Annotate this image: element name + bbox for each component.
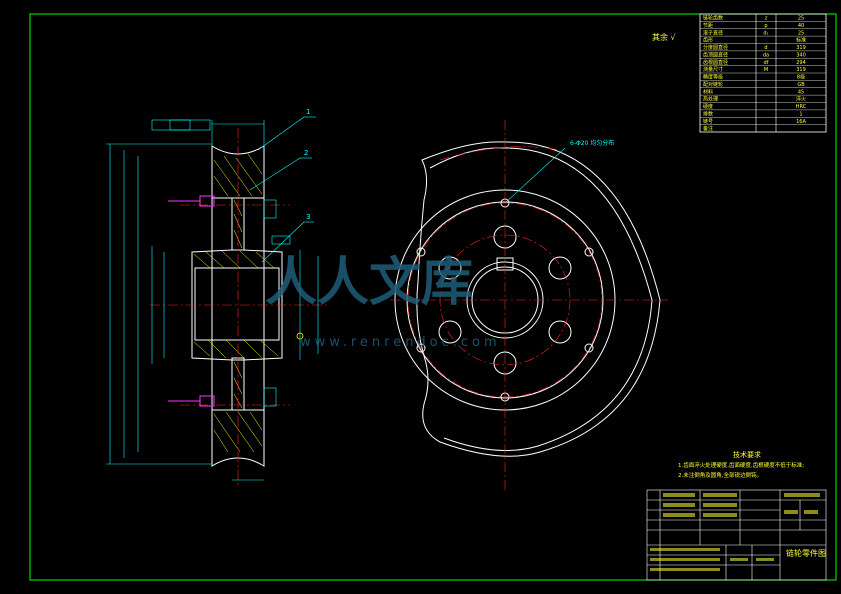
surface-finish-note: 其余 √: [652, 32, 677, 42]
watermark-subtext: www.renrendoc.com: [300, 335, 501, 350]
bolt-hole-callouts: [168, 195, 215, 407]
param-cell: 340: [796, 52, 806, 58]
section-leaders: [249, 116, 316, 263]
param-cell: 精度等级: [703, 74, 723, 81]
rim-section: [191, 145, 283, 467]
param-cell: 40: [798, 23, 804, 29]
title-block-fills: [650, 493, 820, 571]
param-cell: 备注: [703, 125, 713, 132]
param-cell: 齿形: [703, 37, 713, 44]
param-cell: 45: [798, 89, 804, 95]
param-cell: 齿根圆直径: [703, 59, 728, 66]
param-cell: 319: [796, 45, 806, 51]
watermark-text: 人人文库: [265, 253, 473, 313]
side-view: 6-Φ20 均匀分布: [390, 120, 668, 492]
sheet-border: [29, 13, 837, 581]
param-cell: 节距: [703, 23, 713, 29]
section-hatching: [193, 153, 279, 453]
param-cell: 硬度: [703, 103, 713, 110]
param-cell: 材料: [703, 88, 713, 95]
param-cell: 标准: [796, 37, 806, 44]
param-cell: 配对链轮: [703, 81, 723, 88]
drawing-title: 链轮零件图: [786, 548, 826, 558]
title-block: [646, 489, 827, 581]
param-cell: d₁: [763, 30, 768, 36]
param-cell: 1: [799, 111, 802, 117]
param-cell: 25: [798, 16, 804, 22]
datum-marker: [296, 332, 304, 340]
param-cell: 分度圆直径: [703, 44, 728, 51]
param-cell: M: [764, 67, 768, 73]
side-view-leader: [504, 147, 566, 204]
param-cell: 齿顶圆直径: [703, 51, 728, 58]
tech-req-title: 技术要求: [733, 450, 761, 459]
param-cell: 滚子直径: [703, 29, 723, 36]
param-cell: 链号: [703, 118, 713, 125]
param-cell: 排数: [703, 110, 713, 117]
leader-label-2: 2: [304, 149, 308, 157]
leader-label-1: 1: [306, 108, 310, 116]
leader-label-3: 3: [306, 213, 310, 221]
param-cell: z: [765, 16, 768, 22]
param-cell: 16A: [796, 119, 806, 125]
tech-req-line-2: 2.未注倒角及圆角,全部锐边倒钝。: [678, 471, 762, 479]
param-cell: da: [763, 52, 769, 58]
tech-req-line-1: 1.齿面淬火处理硬度,齿面硬度,齿根硬度不低于标准;: [678, 461, 804, 469]
param-cell: d: [764, 45, 767, 51]
param-cell: df: [764, 60, 769, 66]
param-cell: 294: [796, 60, 806, 66]
param-cell: HRC: [796, 104, 807, 110]
param-cell: GB: [797, 82, 805, 88]
param-cell: p: [764, 23, 767, 29]
param-cell: 淬火: [796, 96, 806, 103]
param-cell: 25: [798, 30, 804, 36]
section-view: 1 2 3: [106, 108, 330, 486]
param-cell: 测量尺寸: [703, 66, 723, 73]
technical-requirements: 技术要求 1.齿面淬火处理硬度,齿面硬度,齿根硬度不低于标准; 2.未注倒角及圆…: [678, 450, 804, 479]
side-view-leader-label: 6-Φ20 均匀分布: [570, 139, 614, 147]
param-cell: 热处理: [703, 96, 718, 103]
watermark: 人人文库 www.renrendoc.com: [265, 253, 501, 350]
section-dimensions: [106, 119, 319, 481]
param-cell: 链轮齿数: [703, 15, 723, 22]
param-cell: 319: [796, 67, 806, 73]
param-cell: 8级: [797, 74, 805, 81]
bolt-holes: [416, 198, 594, 402]
